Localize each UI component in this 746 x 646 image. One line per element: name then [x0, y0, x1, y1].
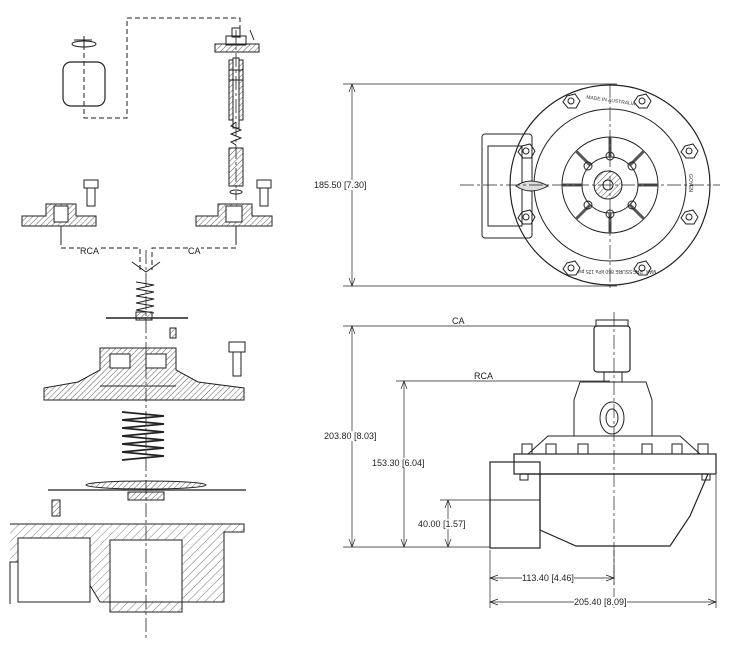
side-coil	[593, 325, 631, 373]
ca-exploded-label: CA	[188, 246, 201, 256]
port-height-dimension: 40.00 [1.57]	[418, 519, 466, 529]
coil-body-part	[62, 61, 106, 107]
brand-text: GOYEN	[687, 173, 694, 193]
rca-side-label: RCA	[474, 371, 494, 381]
plunger-spring-part	[229, 121, 243, 146]
side-flange	[513, 453, 717, 475]
pressure-text: MAX. PRESSURE 860 kPa 125 psi	[578, 268, 657, 274]
flange-bolts	[517, 93, 699, 276]
ca-pilot-cover-part	[195, 203, 273, 240]
total-width-dimension: 205.40 [8.09]	[574, 597, 627, 607]
pilot-diaphragm-part	[106, 311, 188, 321]
coil-connection-dashed-line	[83, 17, 241, 119]
cover-bolt-part-left	[83, 179, 99, 207]
ca-side-label: CA	[452, 316, 465, 326]
cover-bolt-part-mid	[228, 341, 246, 377]
screw-part	[51, 499, 61, 517]
rca-height-dimension: 153.30 [6.04]	[372, 458, 425, 468]
cover-bolt-part-right	[256, 179, 272, 207]
exploded-view	[9, 17, 273, 640]
valve-cover-part	[43, 347, 245, 401]
pin-part	[169, 327, 177, 339]
pilot-spring-part	[135, 281, 155, 314]
top-cable	[515, 180, 550, 192]
side-bolts	[519, 443, 711, 481]
rca-pilot-cover-part	[21, 203, 97, 240]
solenoid-cap-part	[214, 27, 260, 53]
side-view	[343, 312, 717, 610]
top-height-dimension: 185.50 [7.30]	[314, 180, 367, 190]
rca-exploded-label: RCA	[80, 246, 100, 256]
coil-clip-part	[71, 36, 97, 50]
half-width-dimension: 113.40 [4.46]	[522, 573, 574, 583]
top-view	[343, 83, 720, 290]
main-spring-part	[121, 411, 165, 461]
valve-body-part	[9, 523, 245, 613]
total-height-dimension: 203.80 [8.03]	[324, 431, 377, 441]
main-diaphragm-part	[48, 480, 246, 501]
side-port	[489, 461, 541, 549]
